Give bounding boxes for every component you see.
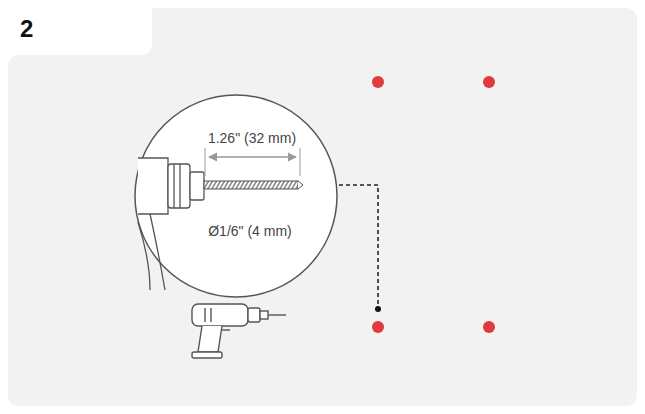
step-number: 2 bbox=[20, 16, 33, 42]
drill-chuck bbox=[138, 158, 204, 290]
hole-mark bbox=[372, 76, 384, 88]
leader-dot bbox=[375, 306, 381, 312]
drill-bit bbox=[204, 181, 298, 189]
extension-line bbox=[205, 148, 206, 176]
hole-mark bbox=[483, 76, 495, 88]
hole-mark bbox=[483, 321, 495, 333]
bit-tip bbox=[298, 181, 303, 189]
drill-icon bbox=[192, 304, 286, 358]
dimension-label: Ø1/6" (4 mm) bbox=[208, 224, 292, 239]
dimension-label: 1.26" (32 mm) bbox=[208, 131, 296, 146]
magnifier-circle bbox=[135, 95, 337, 297]
step-panel bbox=[8, 8, 637, 406]
extension-line bbox=[300, 148, 301, 176]
hole-mark bbox=[372, 321, 384, 333]
dimension-line bbox=[209, 156, 296, 157]
